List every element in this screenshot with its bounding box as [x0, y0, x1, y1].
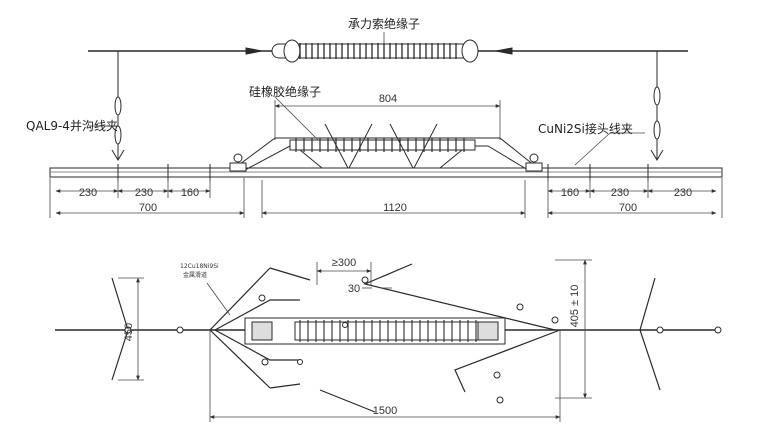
right-horn	[639, 277, 661, 391]
plan-dimension-lines	[118, 259, 592, 422]
dim-min-gap: ≥300	[332, 257, 356, 269]
right-clamp-label: CuNi2Si接头线夹	[538, 121, 633, 136]
catenary-insulator	[245, 39, 513, 63]
plan-silicone-insulator	[244, 317, 506, 345]
dim-right-seg1: 160	[561, 187, 579, 199]
right-dropper	[650, 51, 664, 161]
plan-arc-horns	[209, 263, 561, 413]
dim-right-seg2: 230	[611, 187, 629, 199]
bottom-plan-view	[55, 259, 722, 422]
dim-left-height: 450	[123, 323, 135, 341]
catenary-insulator-label: 承力索绝缘子	[348, 16, 420, 31]
pipe-note-line2: 金属滑道	[183, 271, 207, 279]
dim-center-total: 1120	[383, 202, 407, 214]
plan-fittings	[124, 276, 722, 404]
dim-gap-small: 30	[348, 283, 360, 295]
dim-right-total: 700	[619, 202, 637, 214]
dim-right-seg3: 230	[674, 187, 692, 199]
contact-wire	[49, 164, 723, 181]
dim-left-seg3: 160	[181, 187, 199, 199]
silicone-insulator-assembly	[229, 123, 543, 172]
left-clamp-label: QAL9-4并沟线夹	[26, 119, 118, 133]
dim-left-total: 700	[139, 202, 157, 214]
pipe-note-line1: 12Cu18Ni9Si	[180, 263, 219, 270]
dim-bottom-total: 1500	[373, 405, 397, 417]
silicone-insulator-label: 硅橡胶绝缘子	[249, 84, 321, 99]
dim-left-seg1: 230	[79, 187, 97, 199]
left-dropper	[111, 51, 125, 161]
dim-left-seg2: 230	[135, 187, 153, 199]
top-dimension-lines	[49, 32, 723, 218]
top-elevation-view	[49, 32, 723, 218]
dim-top-span: 804	[379, 93, 397, 105]
dim-right-height: 405 ± 10	[569, 285, 581, 328]
